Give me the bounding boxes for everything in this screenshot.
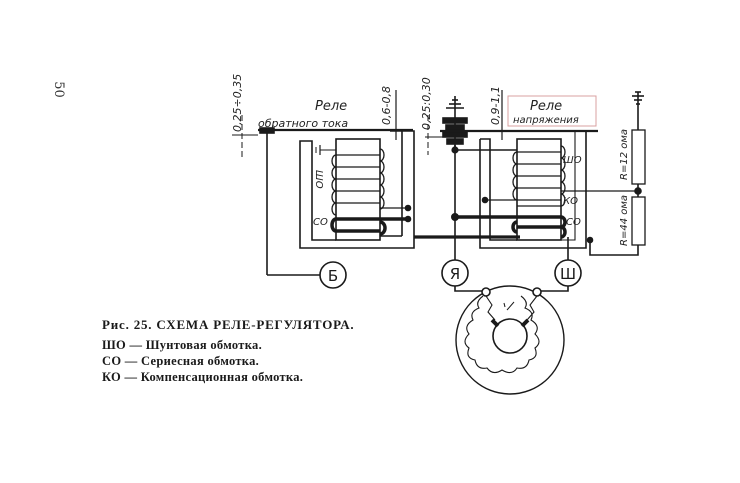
resistor-bottom-label: R=44 ома — [619, 195, 630, 246]
gap-label-2: 0,6-0,8 — [380, 86, 393, 125]
voltage-relay: ШО КО СО — [455, 131, 587, 249]
highlight-box — [507, 95, 597, 127]
resistor-chain: R=12 ома R=44 ома — [619, 91, 646, 246]
resistor-top-label: R=12 ома — [619, 129, 630, 180]
terminal-ya-label: Я — [450, 265, 460, 283]
terminal-sh-label: Ш — [560, 265, 576, 283]
terminal-b: Б — [319, 261, 347, 289]
relay-reverse-subtitle: обратного тока — [258, 117, 348, 130]
generator — [454, 285, 569, 395]
terminal-ya: Я — [441, 259, 469, 287]
reverse-current-relay: ШО СО — [258, 127, 415, 275]
legend-sho: ШО — Шунтовая обмотка. — [102, 338, 262, 352]
terminal-b-label: Б — [328, 267, 338, 285]
figure-caption-title: Рис. 25. СХЕМА РЕЛЕ-РЕГУЛЯТОРА. — [102, 317, 355, 332]
relay-voltage-title: Реле — [530, 99, 562, 114]
gap-label-4: 0,9-1,1 — [489, 86, 502, 125]
gap-label-1: 0,25÷0,35 — [231, 74, 244, 132]
coil-label-sho-left: ШО — [313, 170, 324, 189]
coil-label-co-right: СО — [566, 217, 581, 228]
coil-label-ko-right: КО — [563, 196, 578, 207]
ground-terminal-middle — [442, 96, 468, 150]
resistor-12-ohm — [631, 129, 646, 185]
resistor-44-ohm — [631, 196, 646, 246]
relay-voltage-subtitle: напряжения — [513, 115, 579, 126]
relay-reverse-title: Реле — [315, 99, 347, 114]
coil-label-sho-right: ШО — [563, 155, 582, 166]
gap-label-3: 0,25:0,30 — [420, 77, 433, 130]
coil-label-co-left: СО — [313, 217, 328, 228]
legend-ko: КО — Компенсационная обмотка. — [102, 370, 304, 384]
legend-co: СО — Сериесная обмотка. — [102, 354, 260, 368]
terminal-sh: Ш — [554, 259, 582, 287]
